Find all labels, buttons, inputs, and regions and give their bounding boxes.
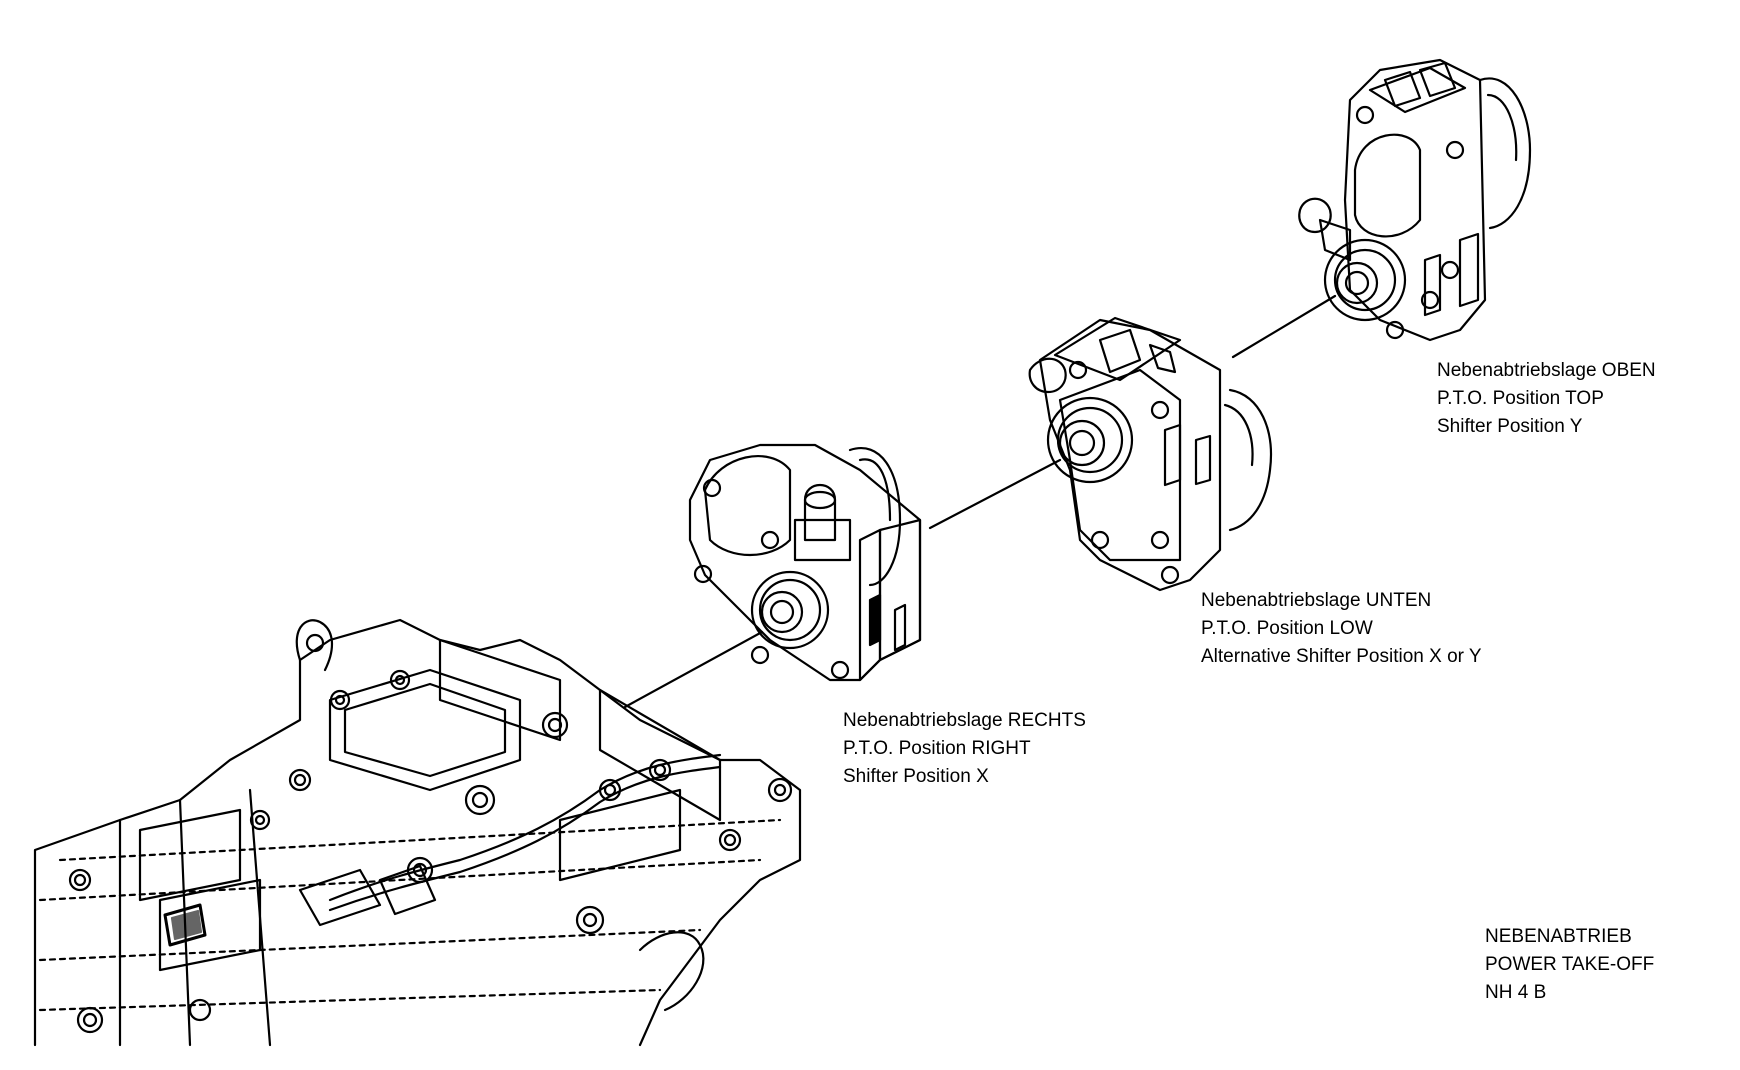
- title-line-2: POWER TAKE-OFF: [1485, 954, 1655, 975]
- label-right-line-3: Shifter Position X: [843, 766, 989, 787]
- label-top-line-1: Nebenabtriebslage OBEN: [1437, 360, 1656, 381]
- label-low-line-1: Nebenabtriebslage UNTEN: [1201, 590, 1432, 611]
- label-pto-top: Nebenabtriebslage OBEN P.T.O. Position T…: [1437, 357, 1656, 441]
- pto-unit-top: [1298, 58, 1532, 342]
- label-pto-right: Nebenabtriebslage RECHTS P.T.O. Position…: [843, 707, 1086, 791]
- label-low-line-3: Alternative Shifter Position X or Y: [1201, 646, 1482, 667]
- transmission-housing: [33, 618, 802, 1047]
- label-right-line-1: Nebenabtriebslage RECHTS: [843, 710, 1086, 731]
- label-pto-low: Nebenabtriebslage UNTEN P.T.O. Position …: [1201, 587, 1482, 671]
- drawing-title-block: NEBENABTRIEB POWER TAKE-OFF NH 4 B: [1485, 923, 1654, 1007]
- title-line-1: NEBENABTRIEB: [1485, 926, 1632, 947]
- label-top-line-3: Shifter Position Y: [1437, 416, 1583, 437]
- title-line-3: NH 4 B: [1485, 982, 1547, 1003]
- leader-line-low-to-top: [1231, 294, 1337, 359]
- leader-line-right-to-low: [928, 458, 1062, 530]
- pto-unit-right: [688, 443, 922, 682]
- leader-line-gearbox-to-right: [623, 630, 764, 709]
- label-low-line-2: P.T.O. Position LOW: [1201, 618, 1373, 639]
- label-right-line-2: P.T.O. Position RIGHT: [843, 738, 1031, 759]
- pto-unit-low: [1028, 316, 1272, 592]
- label-top-line-2: P.T.O. Position TOP: [1437, 388, 1604, 409]
